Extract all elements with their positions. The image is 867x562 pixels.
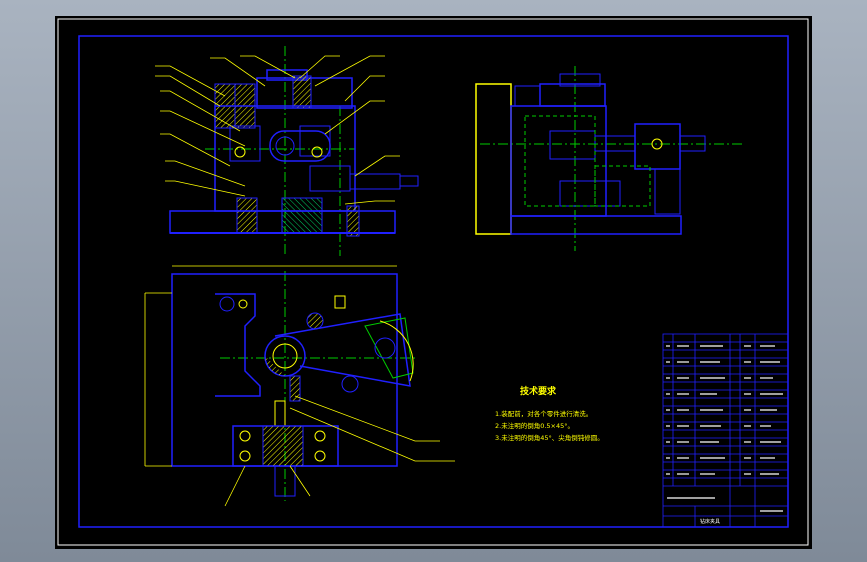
- drawing-canvas: 技术要求 1.装配前，对各个零件进行清洗。 2.未注明的倒角0.5×45°。 3…: [57, 18, 809, 546]
- tech-requirements: 技术要求 1.装配前，对各个零件进行清洗。 2.未注明的倒角0.5×45°。 3…: [495, 385, 604, 442]
- side-view: [475, 66, 745, 251]
- outer-frame: [57, 18, 809, 546]
- top-view: [144, 265, 455, 507]
- tech-requirements-title: 技术要求: [520, 385, 557, 397]
- tech-requirement-line-3: 3.未注明的倒角45°、尖角倒钝修圆。: [495, 433, 604, 442]
- cad-viewport[interactable]: 技术要求 1.装配前，对各个零件进行清洗。 2.未注明的倒角0.5×45°。 3…: [55, 16, 812, 549]
- tech-requirement-line-1: 1.装配前，对各个零件进行清洗。: [495, 409, 592, 418]
- front-view: [155, 46, 419, 256]
- title-block: 钻床夹具: [662, 333, 789, 528]
- tech-requirement-line-2: 2.未注明的倒角0.5×45°。: [495, 421, 574, 430]
- title-block-drawing-label: 钻床夹具: [700, 518, 720, 525]
- inner-frame: [78, 35, 789, 528]
